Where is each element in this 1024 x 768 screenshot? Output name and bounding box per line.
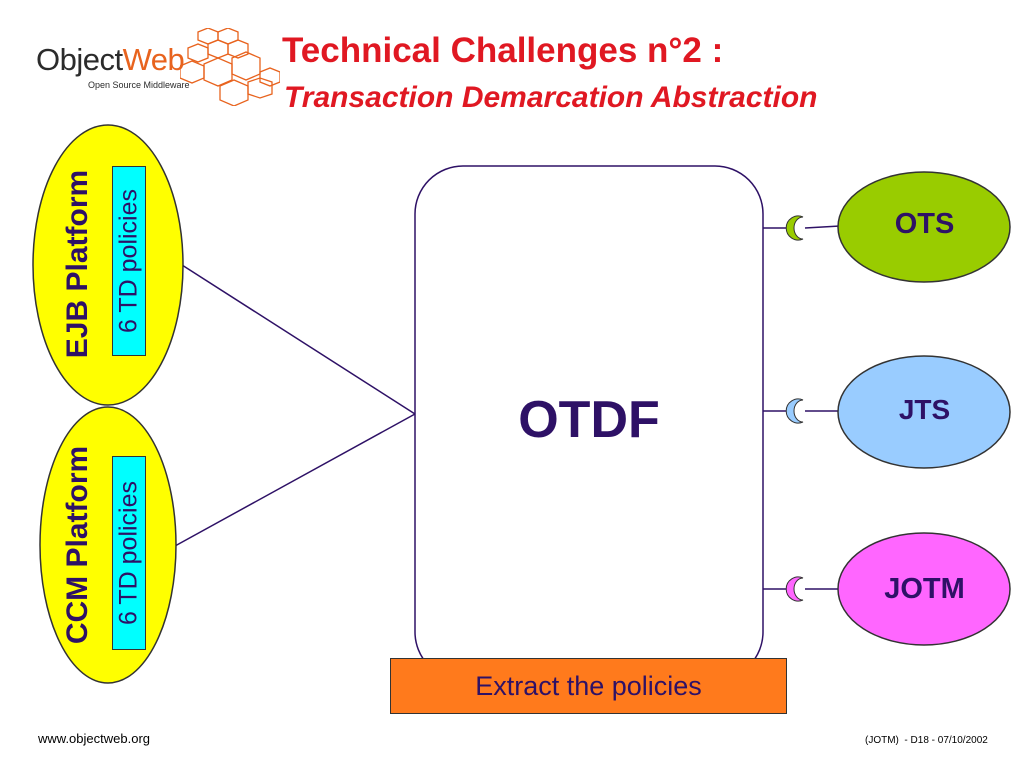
- ots-label: OTS: [894, 208, 955, 240]
- slide-subtitle: Transaction Demarcation Abstraction: [284, 81, 818, 114]
- objectweb-logo: ObjectWeb Open Source Middleware: [30, 28, 280, 110]
- jotm-ellipse: [837, 532, 1011, 646]
- ccm-platform-label: CCM Platform: [61, 445, 94, 645]
- ots-ellipse: [837, 171, 1011, 283]
- logo-word-object: Object: [36, 42, 123, 77]
- extract-policies-box: Extract the policies: [390, 658, 787, 714]
- ejb-connector-line: [181, 264, 416, 415]
- ccm-connector-line: [174, 413, 416, 547]
- ejb-policies-box: 6 TD policies: [112, 166, 146, 356]
- jotm-label: JOTM: [884, 573, 965, 605]
- footer-reference: (JOTM) - D18 - 07/10/2002: [865, 735, 988, 746]
- ejb-platform-label: EJB Platform: [61, 169, 94, 359]
- logo-tagline: Open Source Middleware: [88, 80, 190, 90]
- hexagon-cluster-icon: [180, 28, 280, 106]
- ccm-policies-box: 6 TD policies: [112, 456, 146, 650]
- otdf-label: OTDF: [518, 391, 660, 449]
- ots-socket-icon: [785, 215, 804, 241]
- ejb-policies-label: 6 TD policies: [114, 188, 143, 334]
- logo-wordmark: ObjectWeb: [36, 42, 185, 77]
- slide-title: Technical Challenges n°2 :: [282, 31, 724, 70]
- ots-link-line: [804, 225, 841, 229]
- jts-socket-icon: [785, 398, 804, 424]
- footer-url: www.objectweb.org: [38, 731, 150, 746]
- jotm-socket-icon: [785, 576, 804, 602]
- jts-label: JTS: [898, 394, 951, 425]
- logo-word-web: Web: [122, 42, 185, 77]
- jts-ellipse: [837, 355, 1011, 469]
- ccm-policies-label: 6 TD policies: [114, 480, 143, 626]
